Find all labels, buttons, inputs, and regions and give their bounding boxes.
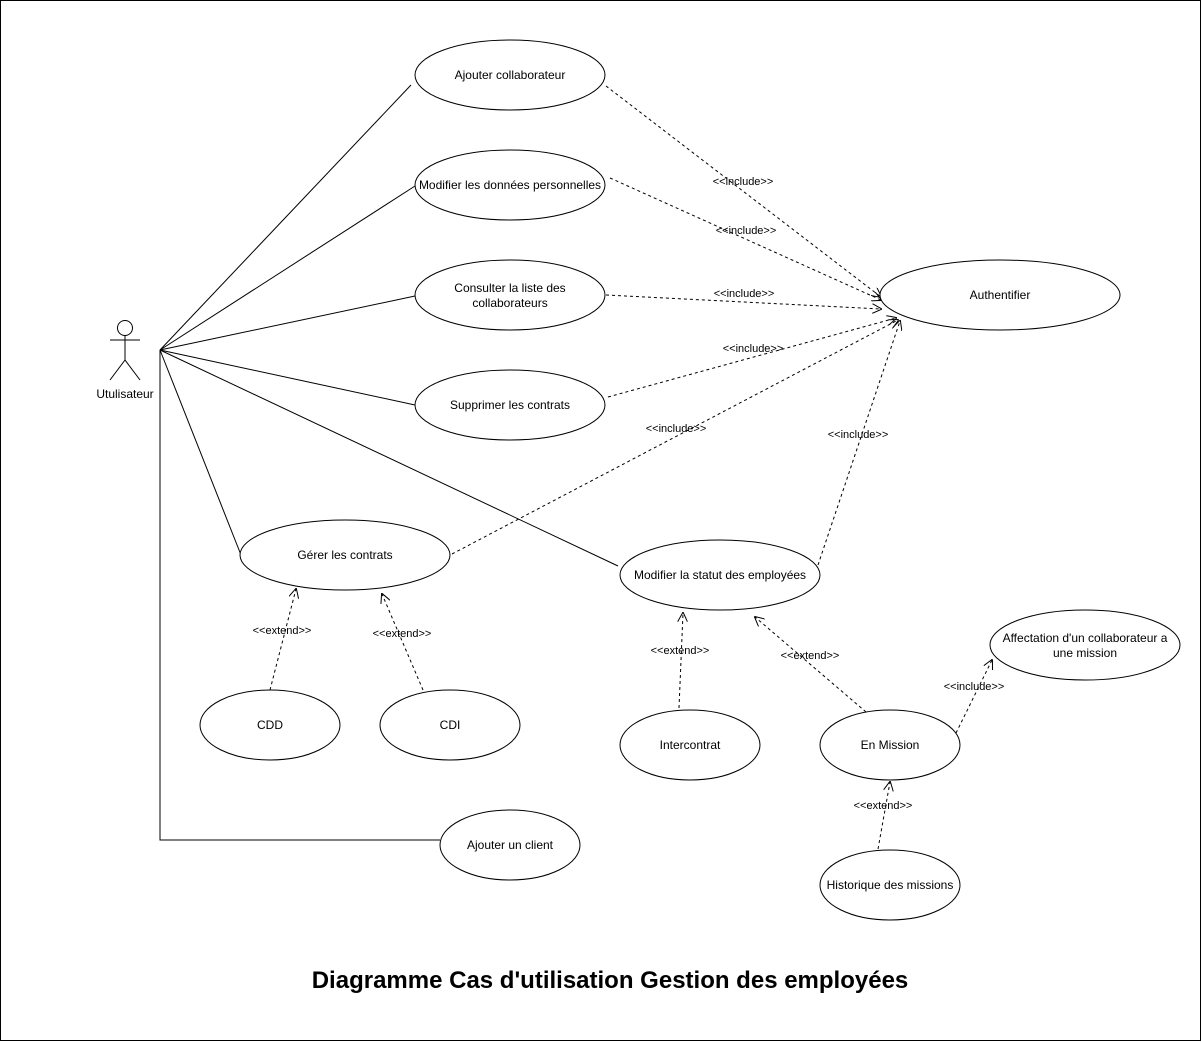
use-case-label: Historique des missions (827, 878, 954, 892)
use-case-label: Authentifier (970, 288, 1031, 302)
assoc-ajouter-client (159, 350, 440, 841)
use-case-ellipse (819, 709, 961, 781)
extend-historique-enmission (877, 782, 890, 850)
use-case-historique-missions[interactable]: Historique des missions (819, 849, 961, 921)
diagram-title: Diagramme Cas d'utilisation Gestion des … (312, 967, 909, 994)
use-case-gerer-contrats[interactable]: Gérer les contrats (239, 519, 451, 591)
assoc-ajouter-collaborateur (159, 84, 412, 351)
include-label: <<include>> (723, 343, 784, 355)
include-ajouter-authentifier (605, 85, 881, 297)
include-enmission-affectation (955, 660, 992, 734)
use-case-modifier-donnees[interactable]: Modifier les données personnelles (414, 149, 606, 221)
include-modifier-authentifier (609, 177, 881, 300)
use-case-intercontrat[interactable]: Intercontrat (619, 709, 761, 781)
use-case-consulter-liste[interactable]: Consulter la liste des collaborateurs (414, 259, 606, 331)
use-case-affectation[interactable]: Affectation d'un collaborateur a une mis… (989, 609, 1181, 681)
use-case-label: Intercontrat (660, 738, 721, 752)
use-case-label-line1: Consulter la liste des (454, 281, 565, 295)
use-case-label: Supprimer les contrats (450, 398, 570, 412)
use-case-label: CDD (257, 718, 283, 732)
use-case-label: Modifier les données personnelles (419, 178, 601, 192)
use-case-ellipse (239, 519, 451, 591)
actor-label: Utulisateur (96, 387, 153, 401)
use-case-ellipse (199, 689, 341, 761)
use-case-ellipse (414, 369, 606, 441)
use-case-ajouter-client[interactable]: Ajouter un client (439, 809, 581, 881)
use-case-label: Modifier la statut des employées (634, 568, 806, 582)
use-case-en-mission[interactable]: En Mission (819, 709, 961, 781)
assoc-consulter-liste (159, 295, 416, 351)
extend-cdd-gerer (269, 589, 296, 691)
include-label: <<include>> (716, 225, 777, 237)
include-statut-authentifier (817, 321, 900, 566)
use-case-label-line2: une mission (1053, 646, 1117, 660)
use-case-ellipse (379, 689, 521, 761)
include-consulter-authentifier (605, 294, 881, 309)
associations (159, 84, 619, 841)
extend-label: <<extend>> (854, 800, 913, 812)
actor-left-leg (109, 359, 126, 381)
use-case-label: Ajouter collaborateur (455, 68, 566, 82)
use-case-supprimer-contrats[interactable]: Supprimer les contrats (414, 369, 606, 441)
actor-utilisateur[interactable]: Utulisateur (96, 320, 154, 402)
extend-label: <<extend>> (781, 650, 840, 662)
include-label: <<include>> (714, 288, 775, 300)
extend-enmission-statut (755, 617, 867, 713)
use-case-ellipse (879, 259, 1121, 331)
use-case-label-line2: collaborateurs (472, 296, 547, 310)
use-case-label: En Mission (861, 738, 920, 752)
assoc-supprimer-contrats (159, 349, 416, 406)
extend-label: <<extend>> (253, 625, 312, 637)
use-case-authentifier[interactable]: Authentifier (879, 259, 1121, 331)
use-case-label-line1: Affectation d'un collaborateur a (1003, 631, 1168, 645)
use-case-ellipse (819, 849, 961, 921)
use-case-ellipse (619, 539, 821, 611)
include-label: <<include>> (944, 681, 1005, 693)
extend-cdi-gerer (382, 594, 424, 691)
include-supprimer-authentifier (607, 318, 896, 398)
use-case-cdd[interactable]: CDD (199, 689, 341, 761)
use-case-ellipse (619, 709, 761, 781)
extend-label: <<extend>> (373, 628, 432, 640)
assoc-gerer-contrats (159, 349, 242, 556)
include-label: <<include>> (713, 176, 774, 188)
use-case-label: Ajouter un client (467, 838, 554, 852)
use-case-cdi[interactable]: CDI (379, 689, 521, 761)
dependencies (269, 85, 992, 850)
include-label: <<include>> (646, 423, 707, 435)
use-case-ellipse (414, 39, 606, 111)
actor-right-leg (124, 359, 141, 381)
use-case-ellipse (439, 809, 581, 881)
use-case-label: CDI (440, 718, 461, 732)
use-case-ajouter-collaborateur[interactable]: Ajouter collaborateur (414, 39, 606, 111)
use-case-ellipse (414, 259, 606, 331)
actor-head (117, 320, 133, 336)
use-case-label: Gérer les contrats (297, 548, 392, 562)
assoc-modifier-statut (159, 349, 619, 567)
use-case-ellipse (989, 609, 1181, 681)
extend-label: <<extend>> (651, 645, 710, 657)
extend-intercontrat-statut (679, 613, 683, 709)
relation-labels: <<include>> <<include>> <<include>> <<in… (253, 176, 1005, 812)
use-case-modifier-statut[interactable]: Modifier la statut des employées (619, 539, 821, 611)
assoc-modifier-donnees (159, 185, 416, 351)
use-case-ellipse (414, 149, 606, 221)
include-label: <<include>> (828, 429, 889, 441)
